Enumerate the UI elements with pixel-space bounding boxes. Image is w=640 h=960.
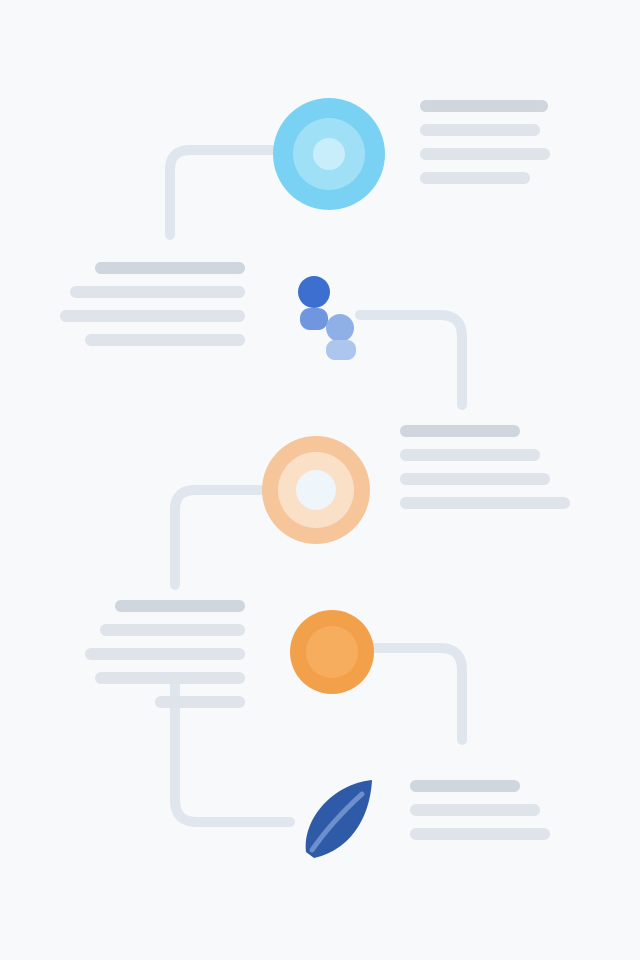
connector-3-4 <box>170 485 267 590</box>
step-3-node <box>258 432 374 548</box>
connector-2-3 <box>355 310 467 410</box>
people-icon <box>298 276 356 360</box>
step-1-node <box>270 95 388 213</box>
connector-left-branch <box>170 675 295 827</box>
step-2-label <box>60 262 245 346</box>
step-4-node <box>288 608 376 696</box>
ring-icon <box>262 436 370 544</box>
connector-1-2 <box>165 145 277 240</box>
step-5-node <box>292 770 382 865</box>
filled-circle-icon <box>290 610 374 694</box>
connector-4-5 <box>367 643 467 745</box>
step-4-label <box>85 600 245 708</box>
step-2-node <box>288 270 368 365</box>
step-5-label <box>410 780 550 840</box>
step-1-label <box>420 100 550 184</box>
step-3-label <box>400 425 570 509</box>
leaf-icon <box>305 780 372 858</box>
target-icon <box>273 98 385 210</box>
